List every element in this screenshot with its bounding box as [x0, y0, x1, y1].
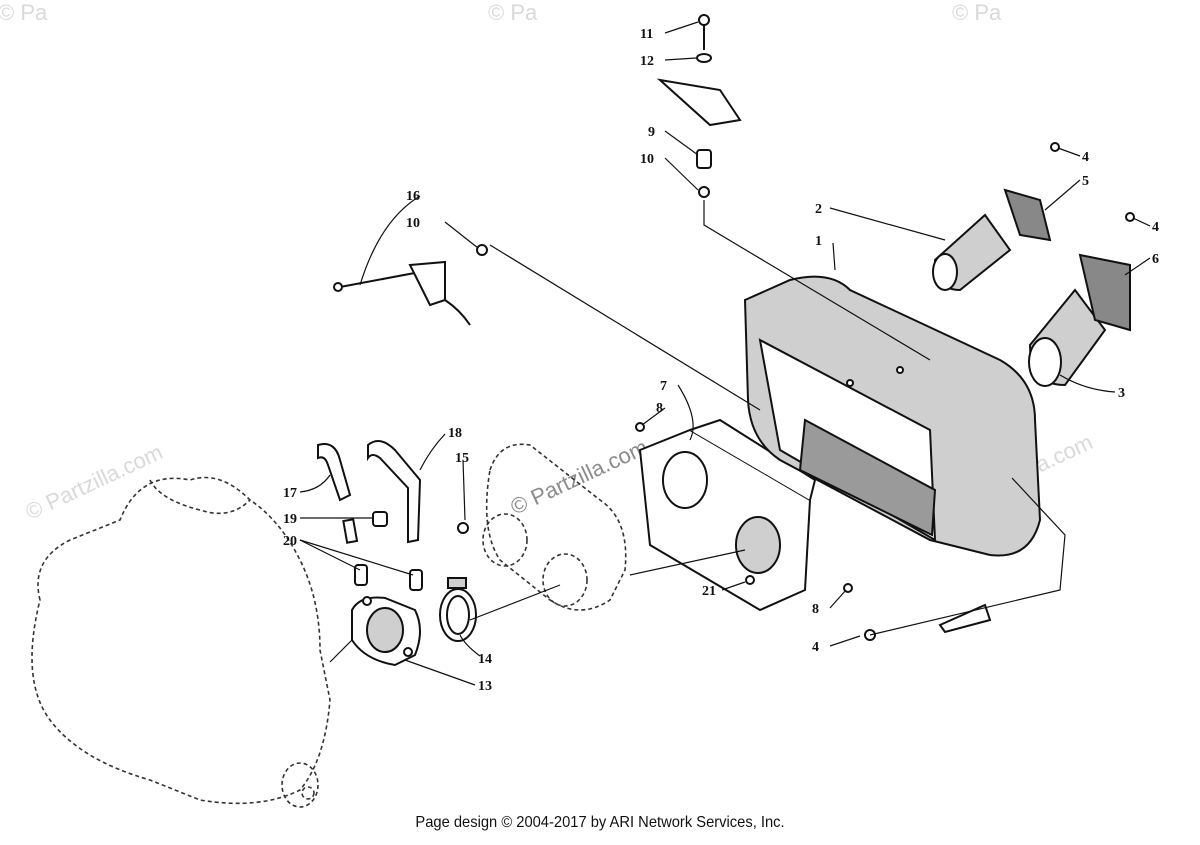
callout-1: 1: [815, 234, 822, 249]
callout-4-mid: 4: [1152, 220, 1159, 235]
callout-16: 16: [406, 189, 420, 204]
watermark-corner-left: © Pa: [0, 0, 48, 25]
watermark-corner-mid: © Pa: [488, 0, 538, 25]
callout-10-top: 10: [640, 152, 654, 167]
callout-20: 20: [283, 534, 297, 549]
callout-14: 14: [478, 652, 492, 667]
air-box-housing: [743, 275, 1042, 557]
callout-3: 3: [1118, 386, 1125, 401]
assembly-lines: [329, 200, 1066, 663]
callout-10-left: 10: [406, 216, 420, 231]
callout-18: 18: [448, 426, 462, 441]
callout-7: 7: [660, 379, 667, 394]
watermark-corner-right: © Pa: [952, 0, 1002, 25]
callout-21: 21: [702, 584, 716, 599]
hose-clamp: [439, 577, 477, 642]
callout-5: 5: [1082, 174, 1089, 189]
callout-4-top: 4: [1082, 150, 1089, 165]
hose-parts: [317, 440, 423, 591]
watermark-center: © Partzilla.com: [507, 434, 652, 519]
carburetor-outline: [482, 443, 627, 611]
callout-8-bottom: 8: [812, 602, 819, 617]
callout-19: 19: [283, 512, 297, 527]
callout-9: 9: [648, 125, 655, 140]
callout-17: 17: [283, 486, 297, 501]
engine-outline: [31, 476, 331, 808]
callout-6: 6: [1152, 252, 1159, 267]
watermark-left: © Partzilla.com: [22, 439, 167, 524]
callout-11: 11: [640, 27, 653, 42]
air-box-adapter: [638, 418, 817, 612]
callout-15: 15: [455, 451, 469, 466]
callout-2: 2: [815, 202, 822, 217]
intake-silencer-tubes: [932, 188, 1131, 387]
callout-4-bottom: 4: [812, 640, 819, 655]
callout-labels: 11 12 9 10 4 5 2 4 1 6 16 10 3 7 8 18 15…: [283, 27, 1159, 694]
callout-leaders: [299, 21, 1151, 686]
left-bracket-hardware: [333, 244, 488, 326]
callout-8-top: 8: [656, 401, 663, 416]
callout-13: 13: [478, 679, 492, 694]
callout-12: 12: [640, 54, 654, 69]
copyright-footer: Page design © 2004-2017 by ARI Network S…: [415, 814, 785, 831]
intake-flange: [351, 596, 421, 667]
upper-bracket-hardware: [656, 14, 742, 198]
